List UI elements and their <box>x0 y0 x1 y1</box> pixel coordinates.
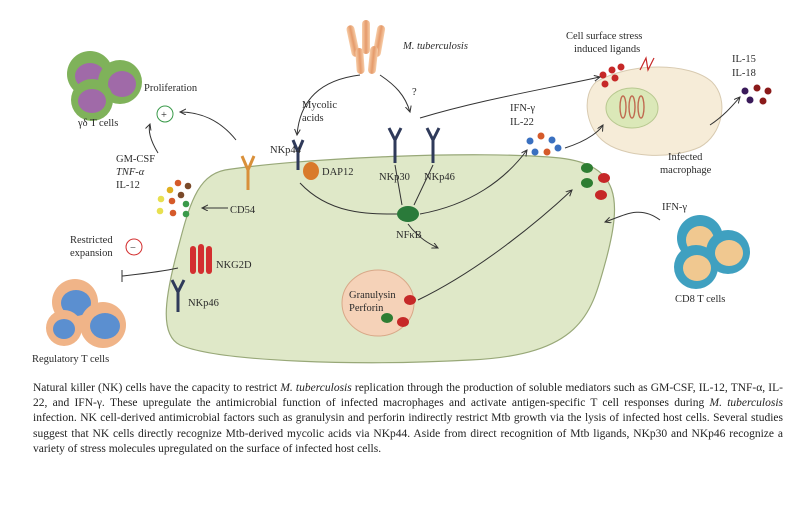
plus-sign: + <box>161 110 167 121</box>
nfkb-label: NFκB <box>396 230 422 241</box>
caption-part-3: replication through the production of so… <box>33 382 783 410</box>
plus-icon <box>156 105 174 123</box>
treg-label: Regulatory T cells <box>32 354 109 365</box>
il15-label: IL-15 <box>732 54 756 65</box>
il12-label: IL-12 <box>116 180 140 191</box>
dap12-adaptor <box>303 162 319 180</box>
mtb-bacteria <box>346 20 386 74</box>
cd8-label: CD8 T cells <box>675 294 725 305</box>
il22-label: IL-22 <box>510 117 534 128</box>
dap12-label: DAP12 <box>322 167 354 178</box>
tnfa-label: TNF-α <box>116 167 145 178</box>
nkg2d-label: NKG2D <box>216 260 252 271</box>
caption-part-1: Natural killer (NK) cells have the capac… <box>33 382 281 394</box>
cytokine-dots-left <box>156 179 192 218</box>
restricted-label-2: expansion <box>70 248 113 259</box>
proliferation-label: Proliferation <box>144 83 198 94</box>
nkp30-receptor <box>387 127 403 163</box>
mycolic-label-2: acids <box>302 113 324 124</box>
restricted-label-1: Restricted <box>70 235 113 246</box>
perforin-label: Perforin <box>349 303 384 314</box>
nkp30-label: NKp30 <box>379 172 410 183</box>
arrows <box>121 74 740 301</box>
nkp46-left-label: NKp46 <box>188 298 219 309</box>
nkp46-left-receptor <box>170 279 186 312</box>
mycolic-label-1: Mycolic <box>302 100 337 111</box>
stress-label-2: induced ligands <box>574 44 640 55</box>
nfkb-node <box>397 206 419 222</box>
nk-cell <box>165 154 616 364</box>
nkp46-top-receptor <box>425 127 441 163</box>
minus-icon <box>125 238 143 256</box>
diagram: M. tuberculosis γδ T cells Proliferation… <box>32 20 772 365</box>
figure-caption: Natural killer (NK) cells have the capac… <box>33 381 783 457</box>
ifng-top-label: IFN-γ <box>510 103 535 114</box>
caption-part-5: infection. NK cell-derived antimicrobial… <box>33 412 783 455</box>
il15-il18-dots <box>741 84 772 105</box>
granulysin-label: Granulysin <box>349 290 396 301</box>
diagram-canvas: M. tuberculosis γδ T cells Proliferation… <box>32 20 772 365</box>
nkp44-label: NKp44 <box>270 145 302 156</box>
ifng-right-label: IFN-γ <box>662 202 687 213</box>
stress-label-1: Cell surface stress <box>566 31 642 42</box>
cytokine-dots-top <box>526 132 562 156</box>
nkp46-top-label: NKp46 <box>424 172 455 183</box>
il18-label: IL-18 <box>732 68 756 79</box>
gd-t-cells <box>67 51 142 121</box>
nkp44-receptor <box>291 139 305 170</box>
cd54-receptor <box>240 155 256 190</box>
mtb-label: M. tuberculosis <box>402 41 468 52</box>
infected-label-1: Infected <box>668 152 703 163</box>
nkg2d-receptor <box>190 244 212 274</box>
caption-part-2: M. tuberculosis <box>280 382 352 394</box>
granule-vesicle <box>341 269 416 337</box>
released-granules <box>581 163 610 200</box>
caption-part-4: M. tuberculosis <box>709 397 784 410</box>
question-mark: ? <box>412 87 417 98</box>
regulatory-t-cells <box>46 279 126 348</box>
gmcsf-label: GM-CSF <box>116 154 155 165</box>
intracellular-bacteria <box>619 95 645 119</box>
macrophage-nucleus <box>605 87 659 129</box>
infected-macrophage <box>586 66 723 156</box>
stress-ligands <box>599 56 655 88</box>
cd8-t-cells <box>674 215 750 289</box>
infected-label-2: macrophage <box>660 165 712 176</box>
gd-t-cells-label: γδ T cells <box>77 118 118 129</box>
cd54-label: CD54 <box>230 205 256 216</box>
minus-sign: − <box>130 243 136 254</box>
